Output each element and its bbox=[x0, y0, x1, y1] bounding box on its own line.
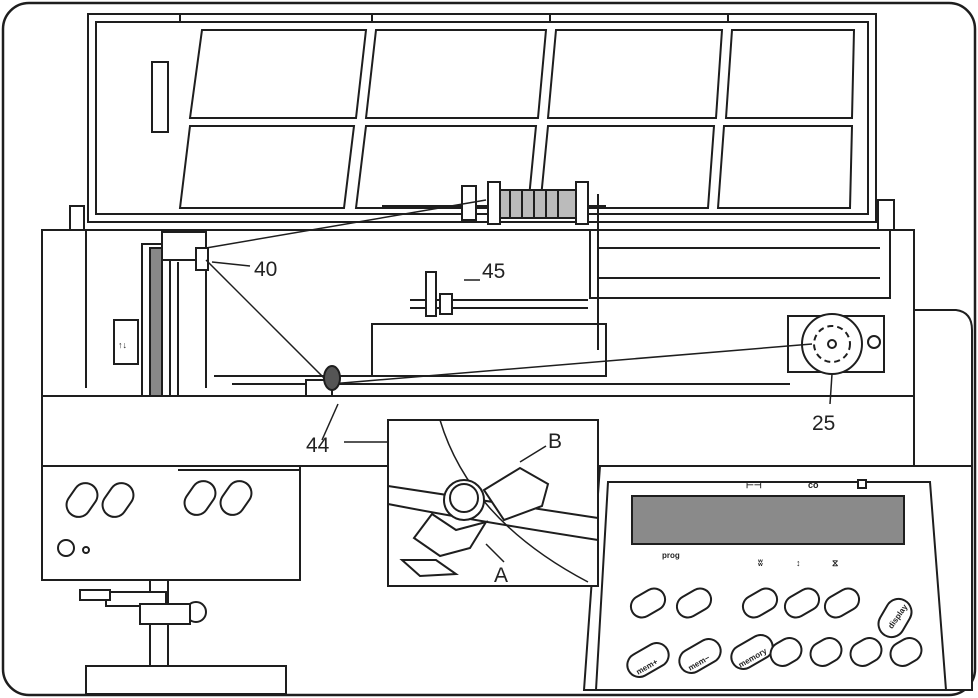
callout-44: 44 bbox=[306, 434, 330, 457]
memory-button[interactable] bbox=[727, 631, 777, 674]
prog-adjust-button-2[interactable] bbox=[673, 584, 715, 621]
mirror-adjust-button[interactable] bbox=[821, 584, 863, 621]
function-button-1[interactable] bbox=[766, 634, 806, 671]
needle-icon: ⊢⊣ bbox=[746, 480, 762, 490]
forward-button[interactable] bbox=[98, 478, 138, 521]
machine-top bbox=[41, 229, 973, 499]
inset-guide-clip bbox=[482, 466, 550, 522]
inset-detail bbox=[387, 419, 599, 587]
leader-lines bbox=[211, 261, 833, 563]
length-adjust-button[interactable] bbox=[781, 584, 823, 621]
needle-and-presser-foot bbox=[79, 579, 287, 695]
plus-minus-row: display bbox=[627, 584, 917, 642]
mem-minus-button[interactable] bbox=[675, 635, 725, 678]
callout-40: 40 bbox=[254, 258, 277, 281]
return-button[interactable] bbox=[216, 476, 256, 519]
panel-square-icon bbox=[857, 479, 867, 489]
stitch-width-icon: ʬ bbox=[758, 558, 763, 568]
reverse-button[interactable] bbox=[62, 478, 102, 521]
control-panel: ⊢⊣ co prog ʬ ↕ ⧖ display mem+ mem− memor… bbox=[594, 479, 948, 691]
svg-text:↑↓: ↑↓ bbox=[118, 340, 127, 350]
function-button-4[interactable] bbox=[886, 634, 926, 671]
memory-row: mem+ mem− memory bbox=[623, 631, 926, 682]
panel-small-label: co bbox=[808, 480, 819, 490]
spool-pin-with-thread bbox=[382, 181, 606, 350]
display-window bbox=[631, 495, 905, 545]
second-spool-pin bbox=[410, 271, 588, 317]
inset-label-a: A bbox=[494, 564, 508, 587]
inset-label-b: B bbox=[548, 430, 562, 453]
lid-slot bbox=[151, 61, 169, 133]
stitch-chart-grid bbox=[178, 29, 856, 209]
display-button[interactable] bbox=[874, 594, 917, 642]
stitch-length-icon: ↕ bbox=[796, 558, 801, 568]
function-button-2[interactable] bbox=[806, 634, 846, 671]
function-button-3[interactable] bbox=[846, 634, 886, 671]
callout-25: 25 bbox=[812, 412, 835, 435]
indicator-dot bbox=[82, 546, 90, 554]
mirror-icon: ⧖ bbox=[832, 558, 838, 568]
width-adjust-button[interactable] bbox=[739, 584, 781, 621]
prog-adjust-button-1[interactable] bbox=[627, 584, 669, 621]
stitch-button[interactable] bbox=[180, 476, 220, 519]
bobbin-winder bbox=[787, 313, 885, 375]
thread-path bbox=[205, 199, 813, 385]
prog-label: prog bbox=[662, 551, 680, 560]
callout-45: 45 bbox=[482, 260, 505, 283]
mem-plus-button[interactable] bbox=[623, 639, 673, 682]
presser-foot-icon bbox=[57, 539, 75, 557]
front-buttons-left bbox=[57, 476, 256, 557]
